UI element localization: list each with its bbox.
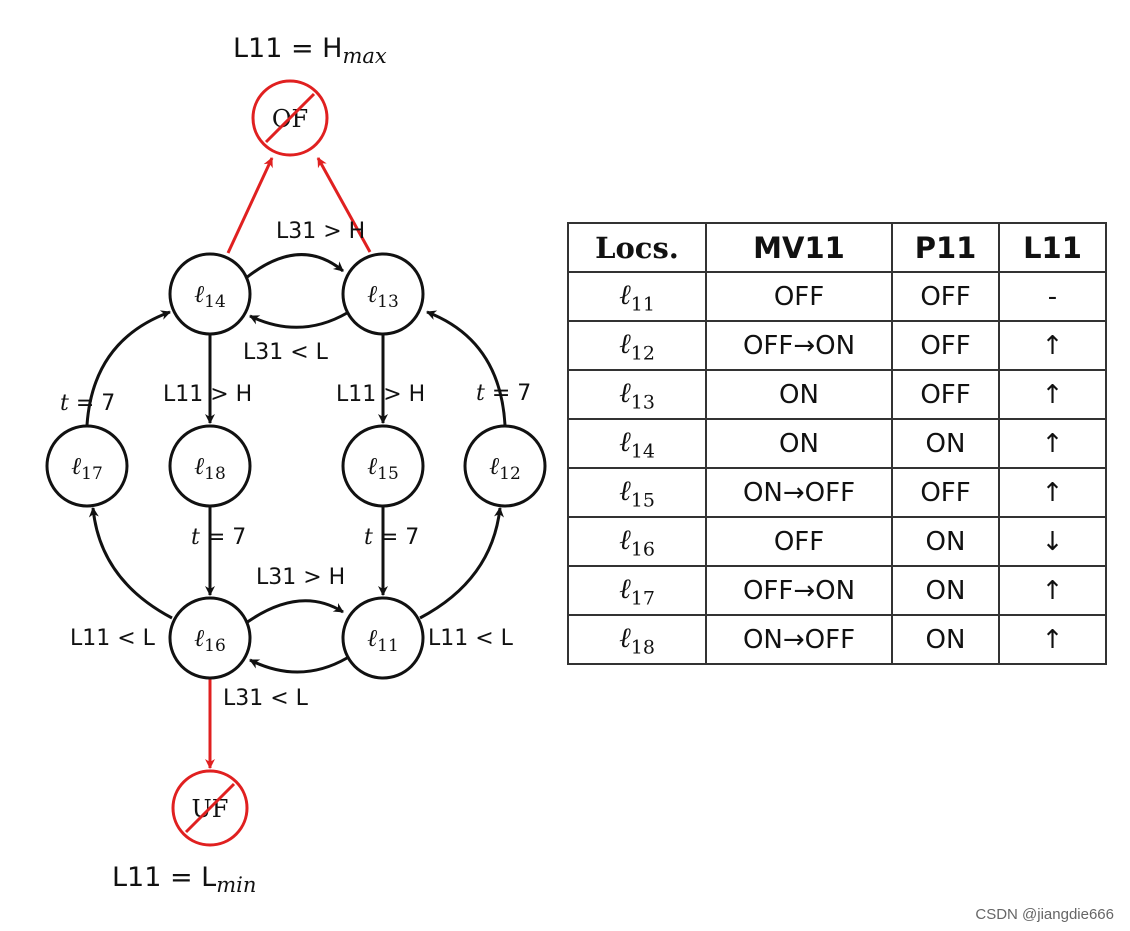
cell-l11: ↑	[998, 467, 1107, 518]
table-row: ℓ18 ON→OFF ON ↑	[567, 614, 1107, 665]
node-l12: ℓ12	[463, 424, 547, 508]
edge-l12-to-l13	[426, 310, 507, 426]
state-diagram: L11 = Hmax OF L31 > H L31 < L L11 > H L1…	[45, 33, 547, 897]
cell-loc: ℓ15	[567, 467, 707, 518]
edge-label-l15-l11: t = 7	[364, 525, 419, 550]
edge-l11-to-l12	[419, 507, 504, 620]
cell-mv11: OFF→ON	[705, 565, 893, 616]
cell-mv11: ON→OFF	[705, 614, 893, 665]
cell-mv11: ON→OFF	[705, 467, 893, 518]
table-row: ℓ16 OFF ON ↓	[567, 516, 1107, 567]
header-l11: L11	[998, 222, 1107, 273]
node-l14-label: ℓ14	[194, 280, 226, 312]
node-l12-label: ℓ12	[489, 452, 521, 484]
bottom-condition-label: L11 = Lmin	[112, 862, 256, 897]
cell-l11: ↑	[998, 320, 1107, 371]
edge-l11-to-l16	[249, 656, 348, 674]
node-l16: ℓ16	[168, 596, 252, 680]
edge-label-l13-l14: L31 < L	[243, 340, 329, 365]
node-l13: ℓ13	[341, 252, 425, 336]
edge-label-l14-l18: L11 > H	[163, 382, 252, 407]
overflow-sink: OF	[251, 79, 329, 157]
cell-l11: ↓	[998, 516, 1107, 567]
overflow-strike	[264, 92, 316, 144]
cell-mv11: ON	[705, 418, 893, 469]
watermark: CSDN @jiangdie666	[975, 906, 1114, 923]
node-l17: ℓ17	[45, 424, 129, 508]
edge-l14-to-of	[226, 157, 274, 254]
cell-p11: ON	[891, 565, 1000, 616]
underflow-strike	[184, 782, 236, 834]
node-l13-label: ℓ13	[367, 280, 399, 312]
cell-loc: ℓ14	[567, 418, 707, 469]
cell-p11: ON	[891, 614, 1000, 665]
edge-label-l11-l16: L31 < L	[223, 686, 309, 711]
edge-l13-to-l14	[249, 311, 348, 329]
edge-l16-to-l17	[88, 507, 173, 620]
location-table: Locs. MV11 P11 L11 ℓ11 OFF OFF - ℓ12 OFF…	[567, 222, 1107, 665]
node-l11: ℓ11	[341, 596, 425, 680]
table-header-row: Locs. MV11 P11 L11	[567, 222, 1107, 273]
node-l16-label: ℓ16	[194, 624, 226, 656]
header-locs: Locs.	[567, 222, 707, 273]
edge-label-l11-l12: L11 < L	[428, 626, 514, 651]
cell-mv11: OFF	[705, 271, 893, 322]
node-l15: ℓ15	[341, 424, 425, 508]
table-row: ℓ13 ON OFF ↑	[567, 369, 1107, 420]
table-row: ℓ14 ON ON ↑	[567, 418, 1107, 469]
underflow-sink: UF	[171, 769, 249, 847]
cell-loc: ℓ13	[567, 369, 707, 420]
cell-loc: ℓ16	[567, 516, 707, 567]
edge-label-l18-l16: t = 7	[191, 525, 246, 550]
cell-loc: ℓ18	[567, 614, 707, 665]
cell-p11: ON	[891, 418, 1000, 469]
header-mv11: MV11	[705, 222, 893, 273]
top-condition-label: L11 = Hmax	[233, 33, 387, 68]
cell-p11: OFF	[891, 271, 1000, 322]
cell-l11: ↑	[998, 614, 1107, 665]
table-row: ℓ11 OFF OFF -	[567, 271, 1107, 322]
node-l11-label: ℓ11	[367, 624, 399, 656]
edge-label-l13-l15: L11 > H	[336, 382, 425, 407]
edge-l13-to-of	[316, 157, 372, 253]
node-l15-label: ℓ15	[367, 452, 399, 484]
cell-l11: -	[998, 271, 1107, 322]
cell-p11: OFF	[891, 467, 1000, 518]
table-row: ℓ17 OFF→ON ON ↑	[567, 565, 1107, 616]
edge-label-l12-l13: t = 7	[476, 381, 531, 406]
cell-l11: ↑	[998, 565, 1107, 616]
edge-label-l16-l17: L11 < L	[70, 626, 156, 651]
cell-loc: ℓ11	[567, 271, 707, 322]
edge-label-l17-l14: t = 7	[60, 391, 115, 416]
cell-l11: ↑	[998, 369, 1107, 420]
table-row: ℓ12 OFF→ON OFF ↑	[567, 320, 1107, 371]
cell-mv11: OFF→ON	[705, 320, 893, 371]
cell-p11: OFF	[891, 320, 1000, 371]
edge-label-l16-l11: L31 > H	[256, 565, 345, 590]
node-l14: ℓ14	[168, 252, 252, 336]
node-l18-label: ℓ18	[194, 452, 226, 484]
edge-l17-to-l14	[85, 310, 171, 426]
cell-p11: OFF	[891, 369, 1000, 420]
edge-l16-to-l11	[245, 599, 344, 625]
header-p11: P11	[891, 222, 1000, 273]
cell-p11: ON	[891, 516, 1000, 567]
cell-loc: ℓ12	[567, 320, 707, 371]
cell-mv11: OFF	[705, 516, 893, 567]
edge-l14-to-l13	[245, 253, 344, 280]
node-l17-label: ℓ17	[71, 452, 103, 484]
edge-label-l14-l13: L31 > H	[276, 219, 365, 244]
cell-l11: ↑	[998, 418, 1107, 469]
cell-loc: ℓ17	[567, 565, 707, 616]
cell-mv11: ON	[705, 369, 893, 420]
node-l18: ℓ18	[168, 424, 252, 508]
table-row: ℓ15 ON→OFF OFF ↑	[567, 467, 1107, 518]
